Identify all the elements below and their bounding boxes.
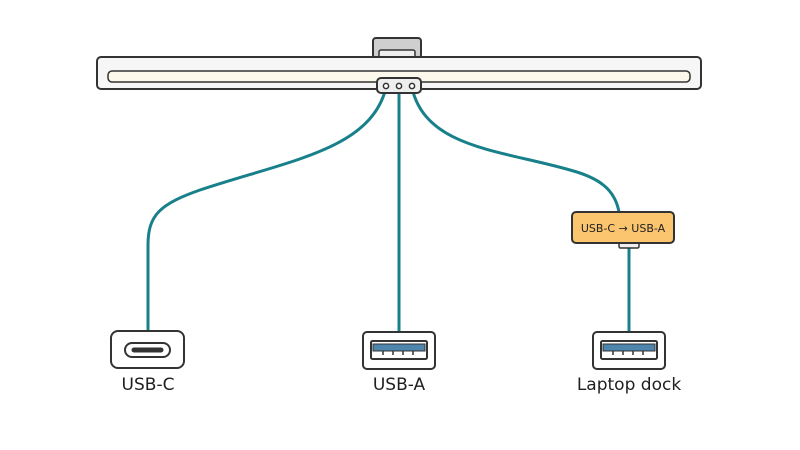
hub-port-1 xyxy=(382,82,390,90)
usb-a-port-icon xyxy=(362,331,436,370)
cables xyxy=(146,86,631,334)
laptop-dock-port-icon xyxy=(592,331,666,370)
hub-port-3 xyxy=(408,82,416,90)
label-usb-a: USB-A xyxy=(372,375,426,395)
usb-c-port-icon xyxy=(110,330,185,369)
adapter-body xyxy=(571,211,675,244)
adapter-box: USB-C → USB-A xyxy=(571,211,675,249)
usb-a-port-insert xyxy=(372,343,426,352)
usb-a-port-pins xyxy=(382,351,414,355)
hub-port-2 xyxy=(395,82,403,90)
laptop-dock-port-insert xyxy=(602,343,656,352)
label-laptop-dock: Laptop dock xyxy=(576,375,682,395)
monitor-light-bar-icon xyxy=(96,37,702,90)
laptop-dock-port-pins xyxy=(612,351,644,355)
usb-hub-icon xyxy=(376,77,422,94)
usb-c-port-tongue xyxy=(131,347,164,353)
label-usb-c: USB-C xyxy=(121,375,175,395)
adapter-label: USB-C → USB-A xyxy=(581,222,666,235)
cable-usb-c xyxy=(146,86,388,333)
cable-adapter xyxy=(410,86,621,214)
